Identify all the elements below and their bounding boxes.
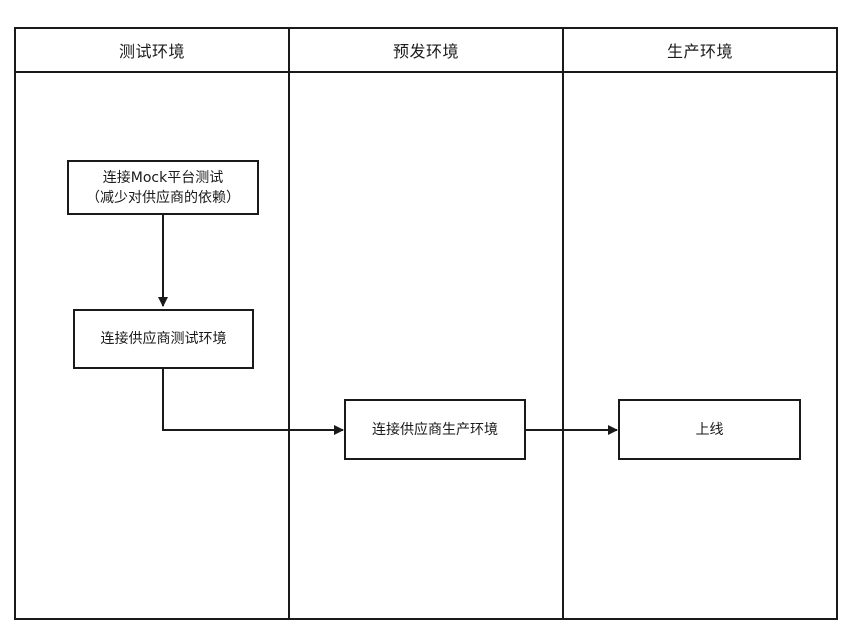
node-supplier-test-env: 连接供应商测试环境 <box>73 309 254 369</box>
lane-test-environment: 测试环境 <box>16 29 288 618</box>
lane-production-environment: 生产环境 <box>562 29 836 618</box>
node-supplier-test-label: 连接供应商测试环境 <box>100 331 227 347</box>
node-mock-line2: （减少对供应商的依赖） <box>86 189 240 206</box>
swimlane-diagram: 测试环境 预发环境 生产环境 <box>14 27 838 620</box>
node-supplier-prod-env: 连接供应商生产环境 <box>344 399 526 460</box>
node-mock-line1: 连接Mock平台测试 <box>102 169 224 186</box>
node-supplier-prod-label: 连接供应商生产环境 <box>372 421 498 438</box>
node-go-live: 上线 <box>618 399 801 460</box>
node-mock-platform-test: 连接Mock平台测试 （减少对供应商的依赖） <box>67 160 259 215</box>
node-go-live-label: 上线 <box>695 421 724 438</box>
lane-header-production: 生产环境 <box>564 29 836 73</box>
lane-header-test: 测试环境 <box>16 29 288 73</box>
lane-header-staging: 预发环境 <box>290 29 562 73</box>
lane-staging-environment: 预发环境 <box>288 29 562 618</box>
